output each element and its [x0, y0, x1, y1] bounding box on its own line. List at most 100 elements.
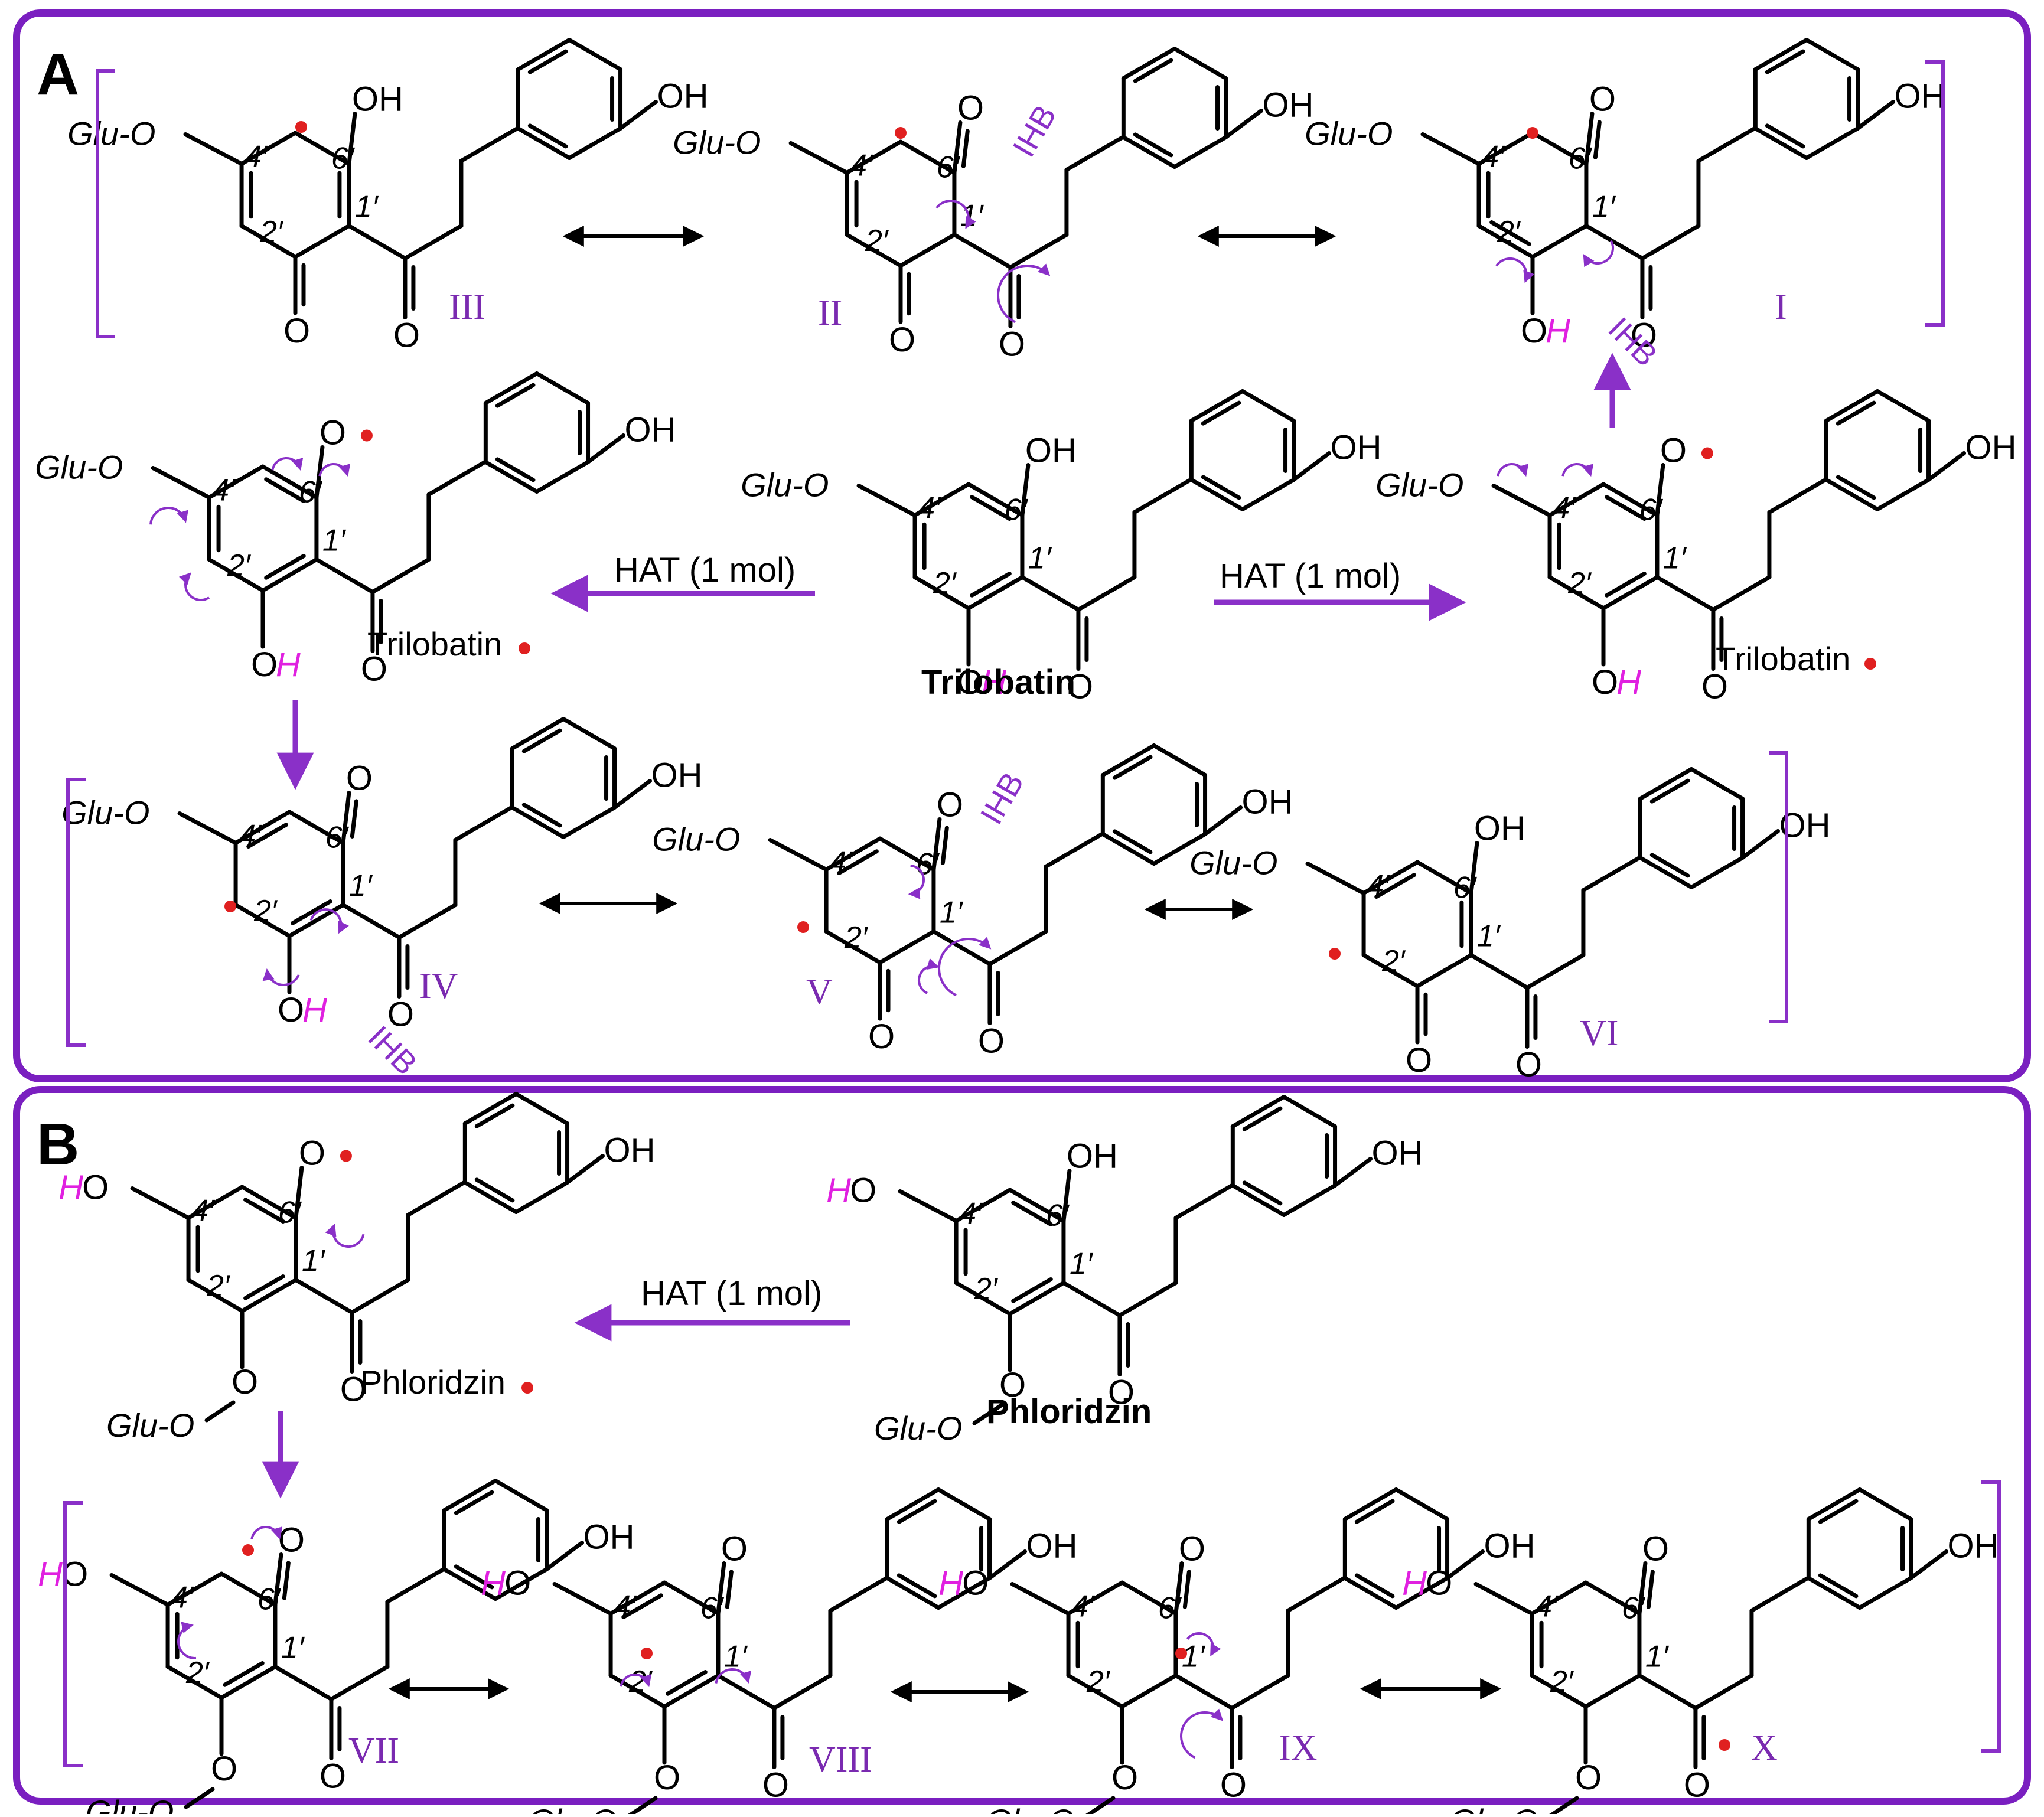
hydrogen-label: H: [1546, 312, 1570, 350]
radical-dot-icon: [360, 429, 373, 442]
structure-number: V: [806, 972, 833, 1012]
para-hydroxyl-label: OH: [1372, 1134, 1423, 1173]
radical-dot-icon: [1175, 1648, 1187, 1659]
locant-label: 6′: [299, 475, 323, 510]
locant-label: 1′: [1645, 1640, 1670, 1674]
hydroxyl-o-label: O: [1592, 663, 1618, 702]
hat-label-a-left: HAT (1 mol): [614, 551, 796, 589]
radical-dot-icon: [895, 127, 907, 139]
carbonyl-o-label: O: [278, 1521, 305, 1560]
glu-o-label: Glu-O: [1450, 1802, 1538, 1814]
locant-label: 6′: [700, 1591, 725, 1626]
curved-arrow-icon: [1497, 463, 1529, 477]
hydroxyl-label: O: [850, 1172, 876, 1210]
locant-label: 2′: [1086, 1665, 1111, 1699]
curved-arrow-icon: [908, 865, 925, 899]
hydrogen-label: H: [58, 1169, 83, 1207]
para-hydroxyl-label: OH: [1263, 86, 1314, 125]
locant-label: 4′: [1367, 869, 1391, 903]
carbonyl-o-label: O: [957, 89, 984, 128]
locant-label: 2′: [227, 549, 252, 583]
radical-dot-icon: [1527, 127, 1538, 139]
ihb-label: IHB: [1006, 99, 1063, 163]
radical-dot-icon: [797, 921, 809, 933]
locant-label: 1′: [302, 1244, 326, 1278]
ketone-o-label: O: [1701, 668, 1728, 706]
curved-arrow-icon: [997, 263, 1051, 324]
glu-o-label: Glu-O: [529, 1802, 617, 1814]
curved-arrow-icon: [262, 968, 300, 986]
ketone-o-label: O: [1631, 317, 1657, 355]
ketone-o-label: O: [1067, 668, 1093, 706]
carbonyl-o-label: O: [937, 786, 963, 824]
locant-label: 6′: [278, 1196, 302, 1230]
locant-label: 1′: [281, 1631, 305, 1665]
radical-dot-icon: [1329, 948, 1341, 960]
para-hydroxyl-label: OH: [583, 1518, 635, 1557]
locant-label: 6′: [1453, 871, 1478, 905]
ihb-label: IHB: [973, 766, 1031, 830]
locant-label: 4′: [1482, 140, 1506, 174]
para-hydroxyl-label: OH: [651, 756, 703, 795]
carbonyl-o-label: O: [346, 759, 373, 798]
locant-label: 2′: [844, 921, 869, 955]
glu-o-label: Glu-O: [1375, 467, 1463, 504]
ketone-o-label: O: [1108, 1374, 1135, 1412]
locant-label: 1′: [322, 524, 347, 558]
glu-o-label: Glu-O: [652, 821, 740, 858]
radical-dot-icon: [242, 1544, 254, 1556]
hat-label-b: HAT (1 mol): [641, 1274, 822, 1313]
glu-o-label: Glu-O: [986, 1802, 1074, 1814]
ether-o-label: O: [1111, 1759, 1138, 1797]
panel-b-frame: [13, 1086, 2031, 1805]
para-hydroxyl-label: OH: [625, 411, 676, 449]
locant-label: 2′: [1550, 1665, 1574, 1699]
locant-label: 2′: [1497, 215, 1521, 249]
locant-label: 6′: [331, 142, 356, 176]
hat-label-a-right: HAT (1 mol): [1220, 557, 1401, 595]
ether-o-label: O: [211, 1750, 237, 1788]
glu-o-label: Glu-O: [67, 115, 155, 152]
locant-label: 2′: [974, 1272, 999, 1306]
locant-label: 4′: [212, 474, 236, 508]
hydrogen-label: H: [938, 1564, 963, 1603]
double-arrow-icon: [388, 226, 1502, 1702]
para-hydroxyl-label: OH: [1895, 77, 1946, 116]
para-hydroxyl-label: OH: [604, 1131, 656, 1170]
locant-label: 2′: [1381, 944, 1406, 978]
trilobatin-name: Trilobatin: [921, 663, 1075, 702]
carbonyl-o-label: O: [1179, 1530, 1205, 1568]
curved-arrow-icon: [250, 1526, 283, 1540]
locant-label: 6′: [1158, 1591, 1182, 1626]
structure-number: IV: [419, 966, 458, 1006]
carbonyl-o-label: O: [283, 312, 310, 350]
locant-label: 1′: [1663, 541, 1687, 576]
locant-label: 6′: [1569, 142, 1593, 176]
locant-label: 6′: [257, 1583, 282, 1617]
locant-label: 1′: [1592, 190, 1616, 224]
glu-o-label: Glu-O: [61, 794, 149, 831]
oxyl-label: O: [1660, 432, 1687, 470]
hydroxyl-label: OH: [352, 80, 403, 119]
ketone-o-label: O: [762, 1766, 789, 1805]
locant-label: 4′: [614, 1590, 638, 1624]
panel-a-frame: [13, 9, 2031, 1082]
glu-o-label: Glu-O: [106, 1407, 194, 1444]
curved-arrow-icon: [177, 1622, 197, 1659]
locant-label: 2′: [206, 1269, 231, 1303]
ether-o-label: O: [1575, 1759, 1602, 1797]
locant-label: 4′: [850, 149, 874, 183]
locant-label: 2′: [865, 224, 889, 258]
curved-arrow-icon: [918, 958, 940, 994]
ether-o-label: O: [654, 1759, 680, 1797]
structure-number: II: [818, 293, 842, 333]
